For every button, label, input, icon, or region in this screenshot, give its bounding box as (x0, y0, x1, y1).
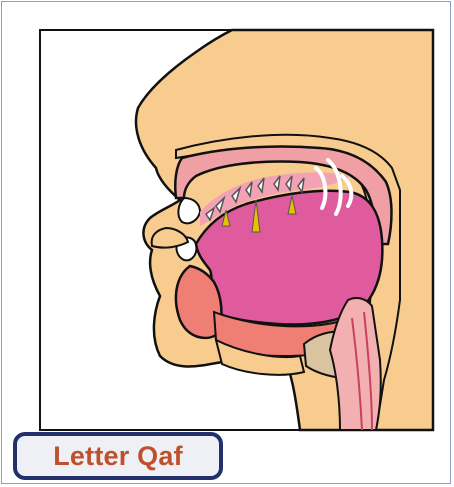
upper-tooth (178, 198, 200, 223)
caption-label: Letter Qaf (53, 441, 183, 472)
caption-box: Letter Qaf (13, 432, 223, 480)
